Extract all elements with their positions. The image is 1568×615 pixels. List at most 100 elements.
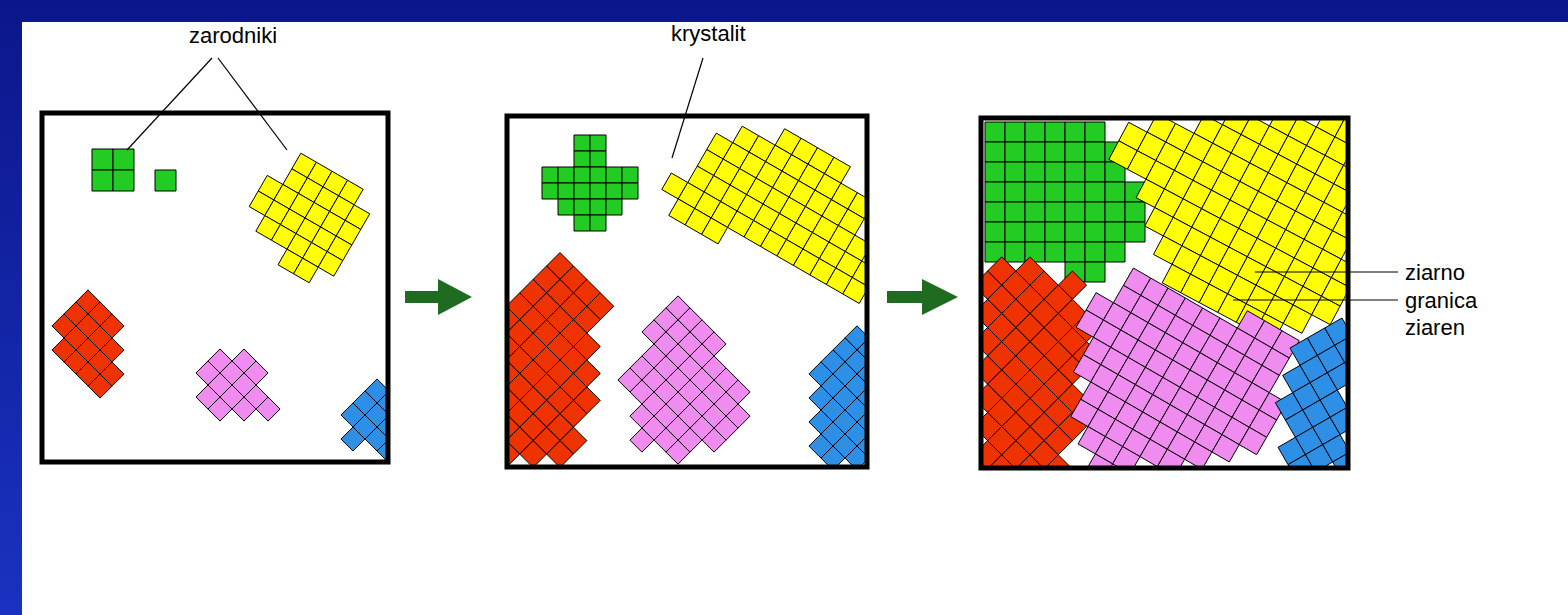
lattice-cell xyxy=(1125,222,1145,242)
lattice-cell xyxy=(606,199,622,215)
lattice-cell xyxy=(520,441,547,467)
lattice-cell xyxy=(985,142,1005,162)
lattice-cell xyxy=(1065,182,1085,202)
lattice-cell xyxy=(1045,162,1065,182)
lattice-cell xyxy=(574,183,590,199)
lattice-cell xyxy=(1025,122,1045,142)
lattice-cell xyxy=(1085,142,1105,162)
lattice-cell xyxy=(558,199,574,215)
lattice-cell xyxy=(88,374,112,398)
stage-panel xyxy=(981,118,1348,468)
lattice-cell xyxy=(558,183,574,199)
lattice-cell xyxy=(590,151,606,167)
lattice-cell xyxy=(606,167,622,183)
lattice-cell xyxy=(542,183,558,199)
crystal-group xyxy=(52,149,388,462)
crystal-group xyxy=(507,126,867,467)
stage-panel xyxy=(507,116,867,467)
lattice-cell xyxy=(1085,162,1105,182)
lattice-cell xyxy=(985,202,1005,222)
panel-border xyxy=(981,118,1348,468)
lattice-cell xyxy=(155,170,176,191)
lattice-cell xyxy=(208,397,232,421)
lattice-cell xyxy=(1085,182,1105,202)
lattice-cell xyxy=(590,135,606,151)
stage-panel xyxy=(42,113,388,462)
lattice-cell xyxy=(1005,242,1025,262)
lattice-cell xyxy=(702,218,728,244)
lattice-cell xyxy=(1085,242,1105,262)
lattice-cell xyxy=(666,440,690,464)
lattice-cell xyxy=(1105,202,1125,222)
lattice-cell xyxy=(630,428,654,452)
lattice-cell xyxy=(1065,162,1085,182)
lattice-cell xyxy=(1065,202,1085,222)
lattice-cell xyxy=(318,252,343,277)
lattice-cell xyxy=(574,151,590,167)
lattice-cell xyxy=(1025,202,1045,222)
leader-lines xyxy=(127,58,1398,300)
lattice-cell xyxy=(622,167,638,183)
lattice-cell xyxy=(1085,122,1105,142)
lattice-cell xyxy=(985,162,1005,182)
lattice-cell xyxy=(1185,442,1212,468)
lattice-cell xyxy=(574,135,590,151)
lattice-cell xyxy=(1005,182,1025,202)
lattice-cell xyxy=(985,122,1005,142)
lattice-cell xyxy=(92,149,113,170)
lattice-cell xyxy=(590,167,606,183)
lattice-cell xyxy=(558,167,574,183)
lattice-cell xyxy=(1105,222,1125,242)
lattice-cell xyxy=(1005,202,1025,222)
panel-border xyxy=(507,116,867,467)
lattice-cell xyxy=(92,170,113,191)
lattice-cell xyxy=(1045,122,1065,142)
lattice-cell xyxy=(1125,202,1145,222)
lattice-cell xyxy=(985,182,1005,202)
lattice-cell xyxy=(1045,182,1065,202)
lattice-cell xyxy=(1105,182,1125,202)
lattice-cell xyxy=(1025,142,1045,162)
lattice-cell xyxy=(843,278,867,304)
callout-label: krystalit xyxy=(671,20,746,47)
lattice-cell xyxy=(113,170,134,191)
lattice-cell xyxy=(590,183,606,199)
lattice-cell xyxy=(1045,202,1065,222)
lattice-cell xyxy=(1239,427,1266,454)
lattice-cell xyxy=(1065,142,1085,162)
lattice-cell xyxy=(606,183,622,199)
lattice-cell xyxy=(1005,122,1025,142)
lattice-cell xyxy=(702,428,726,452)
callout-label: granica ziaren xyxy=(1405,287,1500,341)
lattice-cell xyxy=(1025,182,1045,202)
lattice-cell xyxy=(622,183,638,199)
lattice-cell xyxy=(1157,449,1184,468)
lattice-cell xyxy=(1065,242,1085,262)
lattice-cell xyxy=(1105,242,1125,262)
lattice-cell xyxy=(113,149,134,170)
lattice-cell xyxy=(574,215,590,231)
lattice-cell xyxy=(1005,222,1025,242)
lattice-cell xyxy=(1025,222,1045,242)
lattice-cell xyxy=(294,258,319,283)
lattice-cell xyxy=(1065,222,1085,242)
lattice-cell xyxy=(1045,242,1065,262)
lattice-cell xyxy=(256,397,280,421)
lattice-cell xyxy=(1005,142,1025,162)
callout-label: zarodniki xyxy=(189,22,277,49)
lattice-cell xyxy=(985,222,1005,242)
lattice-cell xyxy=(1113,447,1140,468)
lattice-cell xyxy=(821,446,845,467)
lattice-cell xyxy=(1283,305,1311,333)
panel-border xyxy=(42,113,388,462)
lattice-cell xyxy=(574,167,590,183)
lattice-cell xyxy=(341,427,365,451)
lattice-cell xyxy=(1085,222,1105,242)
stage-arrow xyxy=(405,279,472,315)
lattice-cell xyxy=(232,397,256,421)
lattice-cell xyxy=(590,215,606,231)
crystal-group xyxy=(981,118,1348,468)
stage-arrow xyxy=(887,279,958,315)
lattice-cell xyxy=(1005,162,1025,182)
